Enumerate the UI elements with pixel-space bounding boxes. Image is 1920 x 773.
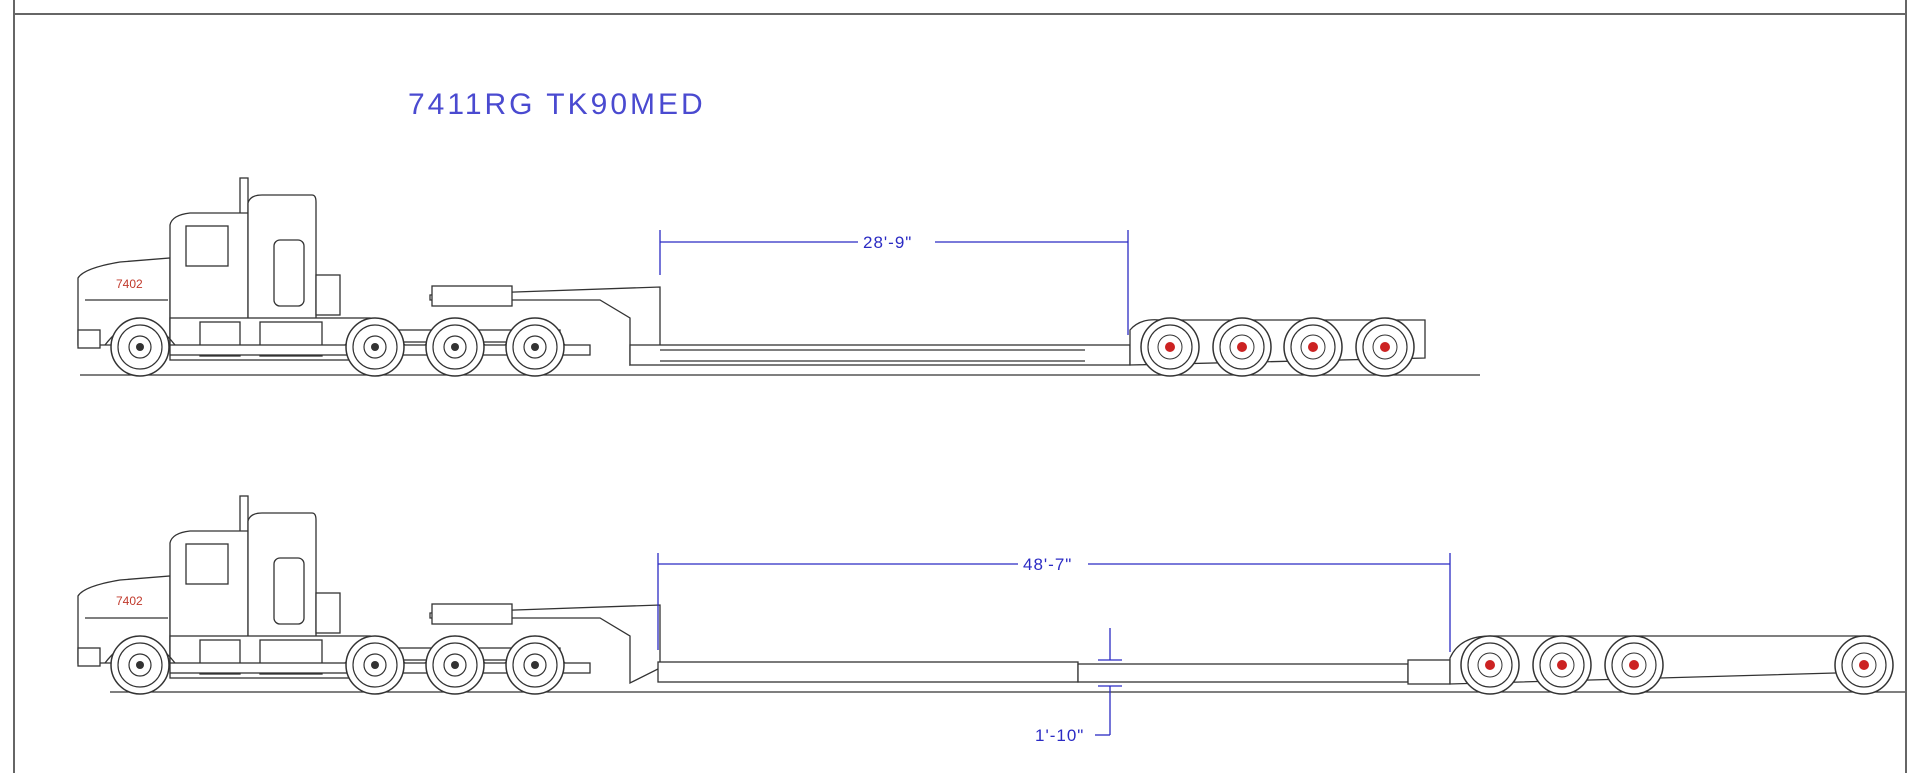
deck-length-extended: 48'-7" bbox=[1023, 555, 1072, 574]
deck-height-extended: 1'-10" bbox=[1035, 726, 1084, 745]
unit-number-short: 7402 bbox=[116, 277, 143, 291]
config-short: 7402 28'-9" bbox=[78, 178, 1480, 377]
drawing-title: 7411RG TK90MED bbox=[408, 88, 706, 121]
unit-number-extended: 7402 bbox=[116, 594, 143, 608]
deck-length-short: 28'-9" bbox=[863, 233, 912, 252]
config-extended: 7402 48'-7" 1'-10" bbox=[78, 496, 1905, 745]
